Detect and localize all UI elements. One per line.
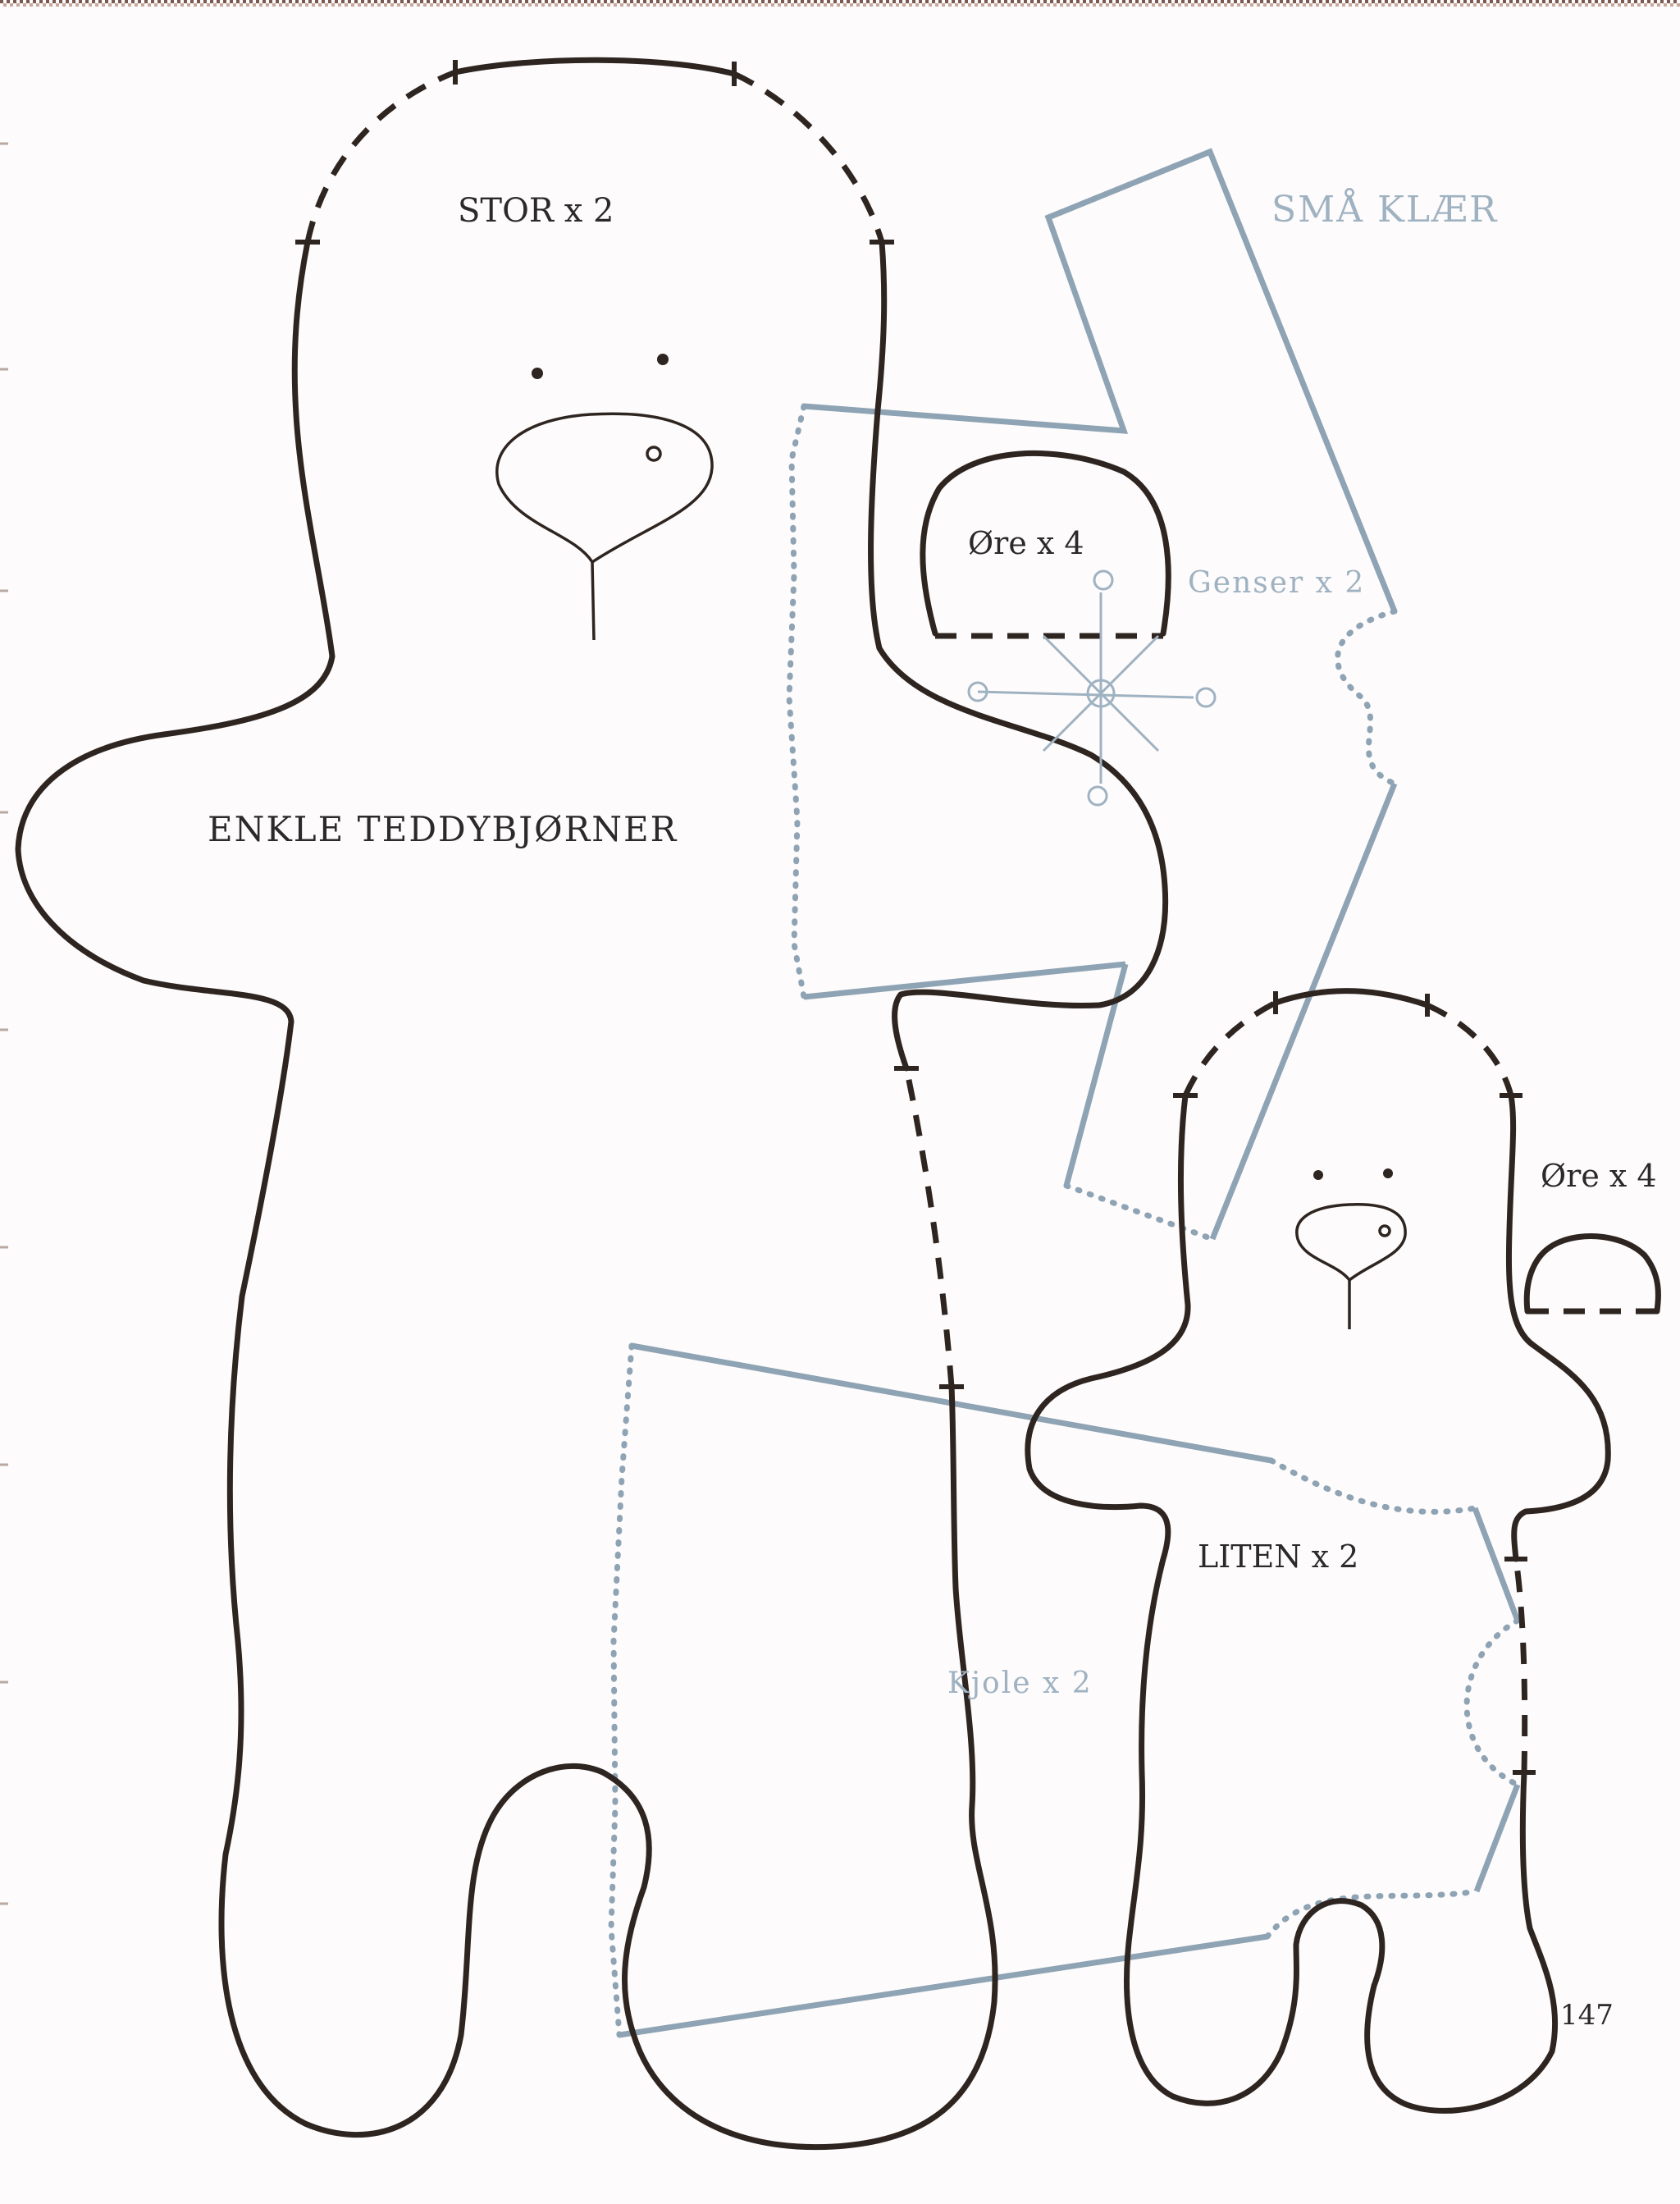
snowflake-icon [967, 569, 1217, 807]
large-bear-eye-left [532, 368, 543, 379]
label-kjole: Kjole x 2 [947, 1667, 1093, 1700]
label-stor: STOR x 2 [458, 192, 614, 230]
label-liten: LITEN x 2 [1198, 1539, 1358, 1575]
large-bear-snout [495, 412, 714, 564]
small-ear-pattern [1523, 1233, 1661, 1315]
small-bear-pattern [1025, 988, 1611, 2114]
small-bear-outline [1025, 1092, 1559, 2114]
label-title: ENKLE TEDDYBJØRNER [208, 809, 678, 849]
page-number: 147 [1560, 1999, 1614, 2032]
label-ore-small: Øre x 4 [1541, 1158, 1657, 1194]
small-bear-snout [1295, 1203, 1407, 1282]
small-bear-eye-left [1313, 1170, 1323, 1180]
large-bear-outline [15, 239, 998, 2151]
label-ore-large: Øre x 4 [968, 525, 1084, 561]
label-genser: Genser x 2 [1188, 566, 1365, 600]
label-sma-klaer: SMÅ KLÆR [1271, 187, 1498, 231]
left-margin-marks [0, 142, 8, 1905]
large-bear-eye-right [657, 354, 669, 365]
large-bear-pattern [15, 57, 1169, 2151]
large-ear-pattern [920, 450, 1171, 639]
top-border [0, 0, 1680, 7]
small-bear-eye-right [1383, 1168, 1393, 1178]
